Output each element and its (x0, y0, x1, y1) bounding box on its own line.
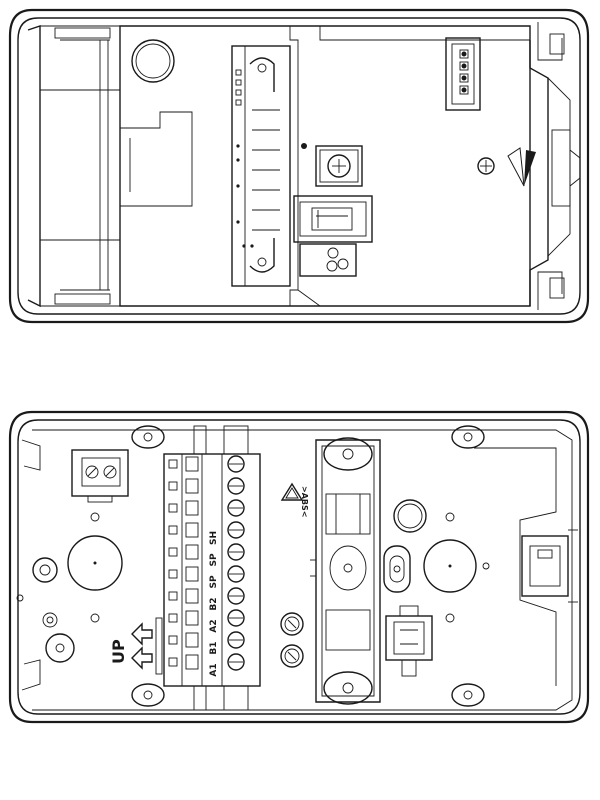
mounting-ear-bottom-right (451, 683, 485, 707)
cable-gland-small (393, 499, 427, 533)
fuse-holder (293, 195, 373, 243)
terminal-clamp (185, 478, 199, 494)
cable-knockout-right (423, 539, 477, 593)
terminal-indicator-square (168, 635, 178, 645)
terminal-screw (227, 653, 245, 671)
up-arrow-icon (131, 622, 153, 646)
terminal-clamp (185, 632, 199, 648)
brand-logo-mark (507, 147, 536, 187)
mounting-ear-top-right (451, 425, 485, 449)
dip-switch (445, 37, 481, 111)
terminal-clamp (185, 522, 199, 538)
cable-knockout-left (67, 535, 123, 591)
base-inner-rim (17, 419, 581, 715)
terminal-indicator-square (168, 591, 178, 601)
terminal-label: SP (209, 553, 219, 566)
terminal-indicator-square (168, 459, 178, 469)
housing-cover-inside (8, 8, 590, 324)
terminal-screw (227, 477, 245, 495)
din-rail-clip (310, 437, 381, 705)
led-window (45, 633, 75, 663)
trim-potentiometer (301, 143, 363, 187)
round-boss (131, 39, 175, 83)
mounting-ear-top-left (131, 425, 165, 449)
rotary-address-switch-2 (280, 644, 304, 668)
terminal-clamp (185, 588, 199, 604)
terminal-screw (227, 499, 245, 517)
terminal-screw (227, 521, 245, 539)
up-direction-indicator: UP (109, 617, 163, 675)
rj-socket (521, 535, 569, 597)
terminal-label: B2 (209, 597, 219, 610)
power-connector-2-pin (71, 449, 129, 503)
base-outer-shell (8, 410, 590, 724)
terminal-indicator-square (168, 547, 178, 557)
terminal-clamp (185, 544, 199, 560)
cover-inner-rim (17, 17, 581, 315)
terminal-screw (227, 587, 245, 605)
up-label: UP (109, 639, 128, 664)
terminal-clamp (185, 654, 199, 670)
right-hinge-tab (551, 129, 571, 207)
terminal-label: SP (209, 575, 219, 588)
lower-left-clip (54, 293, 111, 305)
terminal-clamp (185, 566, 199, 582)
terminal-indicator-square (168, 613, 178, 623)
terminal-indicator-square (168, 657, 178, 667)
double-pin-block (299, 243, 357, 277)
terminal-label: A1 (209, 663, 219, 676)
screw-hole-left (32, 557, 58, 583)
terminal-screw (227, 455, 245, 473)
terminal-screw (227, 631, 245, 649)
mounting-ear-bottom-left (131, 683, 165, 707)
terminal-screw (227, 565, 245, 583)
rotary-address-switch-1 (280, 612, 304, 636)
cover-outer-shell (8, 8, 590, 324)
contact-spring-strip (231, 45, 291, 287)
terminal-label: B1 (209, 641, 219, 654)
terminal-screw (227, 543, 245, 561)
terminal-indicator-square (168, 503, 178, 513)
upper-left-clip (54, 27, 111, 39)
bus-connector-socket (385, 605, 433, 677)
terminal-clamp (185, 456, 199, 472)
terminal-clamp (185, 500, 199, 516)
terminal-label: A2 (209, 619, 219, 632)
recycle-mark-text: >ABS< (300, 486, 309, 517)
abs-recycle-mark: >ABS< (280, 482, 309, 517)
left-latch-edge (27, 25, 41, 308)
terminal-clamp (185, 610, 199, 626)
terminal-indicator-square (168, 481, 178, 491)
up-arrow-icon (131, 646, 153, 670)
earth-screw (477, 157, 495, 175)
terminal-screw (227, 609, 245, 627)
terminal-indicator-square (168, 525, 178, 535)
jumper-slot (383, 545, 411, 593)
terminal-indicator-square (168, 569, 178, 579)
terminal-label: SH (209, 531, 219, 545)
